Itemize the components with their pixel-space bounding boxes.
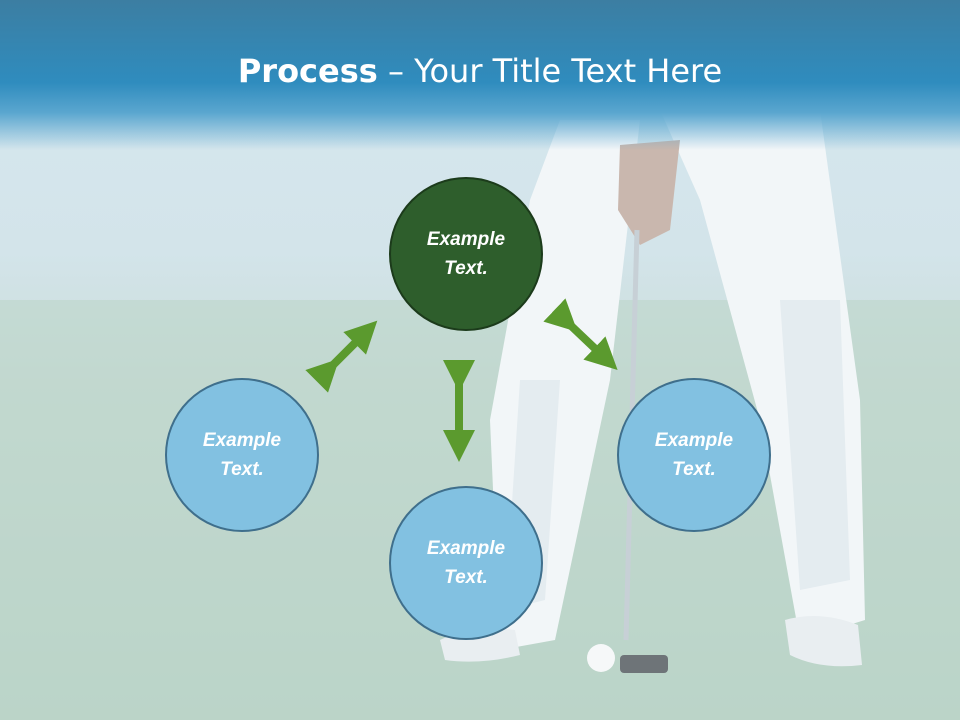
- slide-title: Process – Your Title Text Here: [0, 52, 960, 90]
- arrow-left-top: [305, 320, 378, 393]
- title-bold: Process: [237, 52, 378, 90]
- node-left: Example Text.: [165, 378, 319, 532]
- arrow-right-top: [543, 298, 618, 371]
- node-bottom: Example Text.: [389, 486, 543, 640]
- title-band: [0, 0, 960, 150]
- node-top: Example Text.: [389, 177, 543, 331]
- title-rest: – Your Title Text Here: [377, 52, 723, 90]
- node-right: Example Text.: [617, 378, 771, 532]
